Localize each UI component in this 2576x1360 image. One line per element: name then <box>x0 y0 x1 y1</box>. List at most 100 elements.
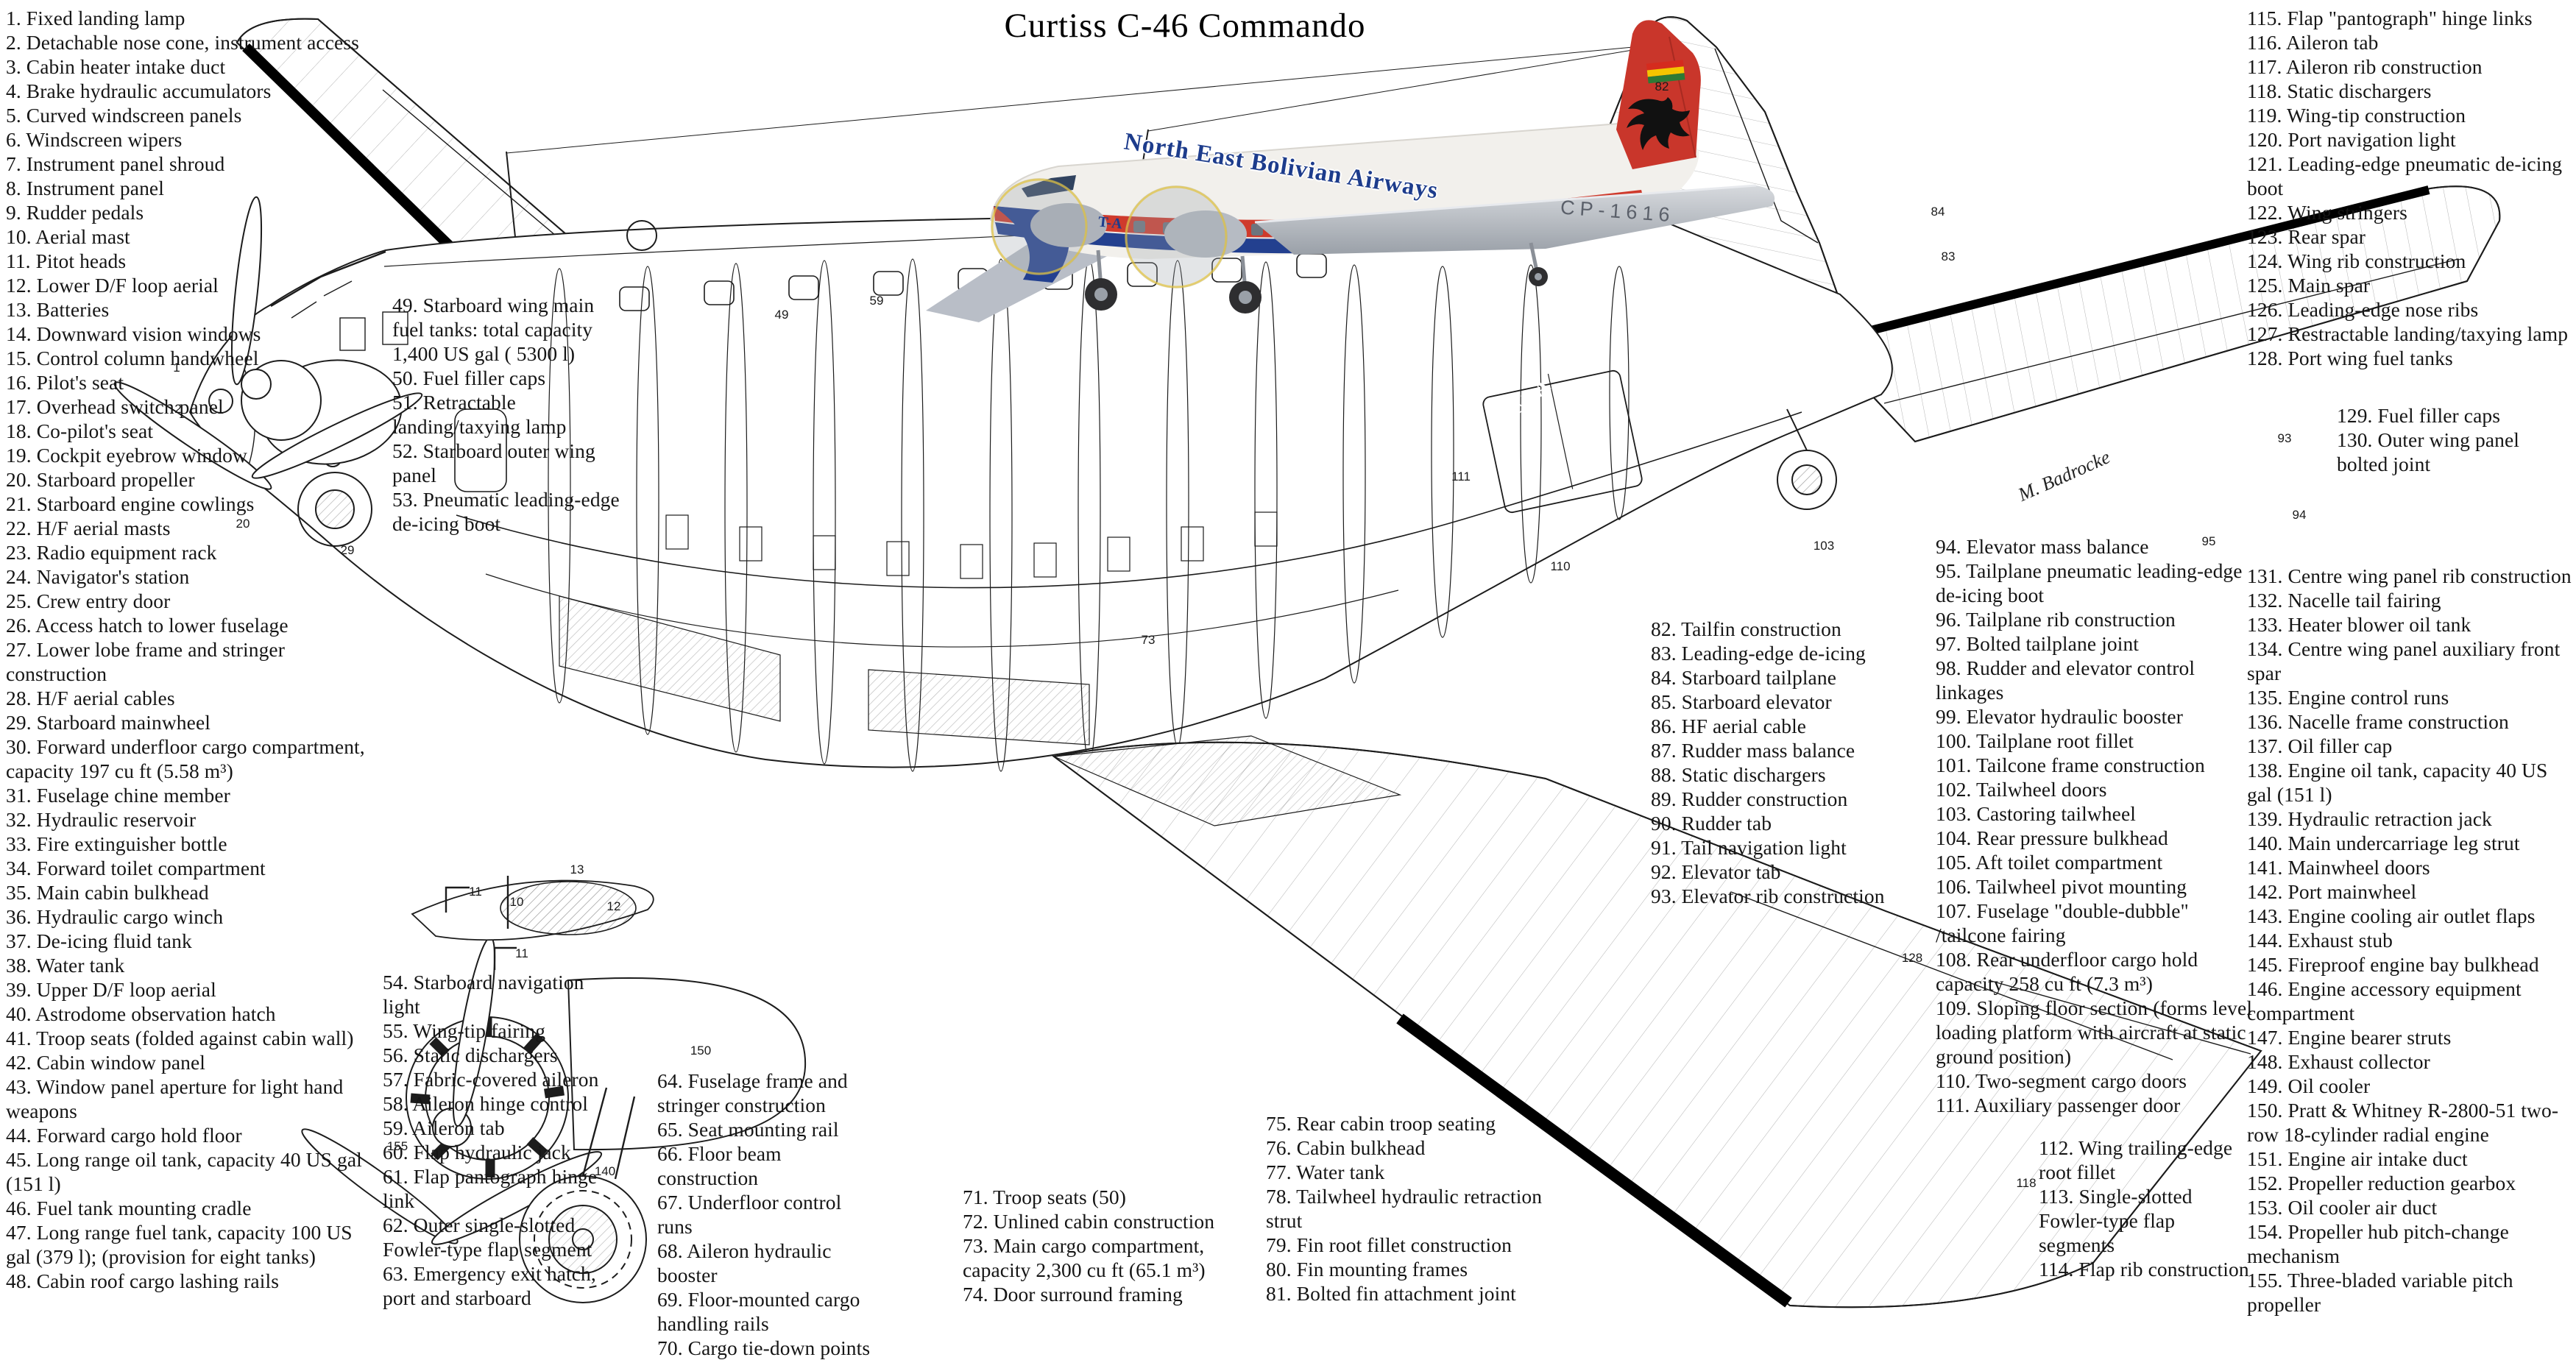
cutaway-callout-number: 94 <box>2292 508 2307 522</box>
legend-item: 120. Port navigation light <box>2247 128 2456 151</box>
legend-item: 121. Leading-edge pneumatic de-icing boo… <box>2247 152 2563 199</box>
legend-item: 85. Starboard elevator <box>1651 690 1832 713</box>
legend-item: 39. Upper D/F loop aerial <box>6 978 216 1001</box>
legend-item: 17. Overhead switch panel <box>6 395 224 418</box>
legend-item: 106. Tailwheel pivot mounting <box>1936 875 2187 898</box>
legend-item: 112. Wing trailing-edge root fillet <box>2039 1136 2233 1183</box>
legend-item: 147. Engine bearer struts <box>2247 1026 2452 1049</box>
legend-item: 113. Single-slotted Fowler-type flap seg… <box>2039 1185 2193 1256</box>
legend-item: 81. Bolted fin attachment joint <box>1266 1282 1516 1305</box>
legend-item: 87. Rudder mass balance <box>1651 739 1855 762</box>
legend-item: 148. Exhaust collector <box>2247 1050 2430 1073</box>
legend-item: 90. Rudder tab <box>1651 812 1772 835</box>
legend-item: 115. Flap "pantograph" hinge links <box>2247 7 2533 29</box>
legend-item: 92. Elevator tab <box>1651 860 1781 883</box>
page-title: Curtiss C-46 Commando <box>1004 7 1366 45</box>
legend-item: 144. Exhaust stub <box>2247 929 2393 952</box>
cutaway-callout-number: 10 <box>509 895 524 909</box>
legend-item: 102. Tailwheel doors <box>1936 778 2107 801</box>
legend-item: 122. Wing stringers <box>2247 201 2407 224</box>
legend-item: 59. Aileron tab <box>383 1116 505 1139</box>
legend-item: 91. Tail navigation light <box>1651 836 1847 859</box>
legend-item: 8. Instrument panel <box>6 177 164 199</box>
legend-item: 46. Fuel tank mounting cradle <box>6 1197 252 1219</box>
legend-item: 139. Hydraulic retraction jack <box>2247 807 2492 830</box>
cutaway-drawing <box>113 16 2501 1308</box>
legend-item: 28. H/F aerial cables <box>6 687 175 709</box>
legend-item: 58. Aileron hinge control <box>383 1092 588 1115</box>
legend-item: 34. Forward toilet compartment <box>6 857 266 879</box>
legend-item: 75. Rear cabin troop seating <box>1266 1112 1496 1135</box>
cutaway-callout-number: 13 <box>570 863 584 876</box>
cutaway-callout-number: 111 <box>1451 470 1471 484</box>
legend-item: 49. Starboard wing main fuel tanks: tota… <box>392 294 595 365</box>
legend-item: 43. Window panel aperture for light hand… <box>6 1075 344 1122</box>
cutaway-callout-number: 1 <box>173 361 180 375</box>
legend-item: 98. Rudder and elevator control linkages <box>1936 656 2195 704</box>
legend-item: 53. Pneumatic leading-edge de-icing boot <box>392 488 620 535</box>
legend-item: 153. Oil cooler air duct <box>2247 1196 2438 1219</box>
fuselage <box>188 45 1893 772</box>
legend-item: 40. Astrodome observation hatch <box>6 1002 276 1025</box>
cutaway-callout-number: 49 <box>774 308 789 322</box>
cutaway-callout-number: 95 <box>2201 534 2216 548</box>
cutaway-callout-number: 110 <box>1550 559 1571 573</box>
legend-item: 110. Two-segment cargo doors <box>1936 1069 2187 1092</box>
cutaway-callout-number: 20 <box>236 517 250 531</box>
legend-item: 108. Rear underfloor cargo hold capacity… <box>1936 948 2198 995</box>
legend-item: 72. Unlined cabin construction <box>963 1210 1215 1233</box>
legend-item: 71. Troop seats (50) <box>963 1186 1127 1208</box>
cutaway-callout-number: 140 <box>594 1164 616 1178</box>
nose-code-text: T-A <box>1097 213 1123 233</box>
legend-item: 114. Flap rib construction <box>2039 1258 2249 1281</box>
legend-item: 150. Pratt & Whitney R-2800-51 two-row 1… <box>2247 1099 2559 1146</box>
legend-item: 60. Flap hydraulic jack <box>383 1141 571 1164</box>
starboard-engine <box>113 196 423 547</box>
legend-item: 103. Castoring tailwheel <box>1936 802 2137 825</box>
cutaway-callout-number: 150 <box>690 1044 712 1058</box>
legend-item: 5. Curved windscreen panels <box>6 104 242 127</box>
legend-item: 11. Pitot heads <box>6 249 127 272</box>
legend-item: 68. Aileron hydraulic booster <box>657 1239 832 1286</box>
legend-item: 15. Control column handwheel <box>6 347 259 369</box>
legend-item: 21. Starboard engine cowlings <box>6 492 255 515</box>
legend-item: 14. Downward vision windows <box>6 322 261 345</box>
legend-item: 93. Elevator rib construction <box>1651 885 1885 907</box>
legend-item: 67. Underfloor control runs <box>657 1191 842 1238</box>
legend-item: 1. Fixed landing lamp <box>6 7 185 29</box>
legend-item: 37. De-icing fluid tank <box>6 929 192 952</box>
cutaway-callout-number: 12 <box>606 899 621 913</box>
legend-item: 63. Emergency exit hatch, port and starb… <box>383 1262 596 1309</box>
legend-item: 47. Long range fuel tank, capacity 100 U… <box>6 1221 353 1268</box>
legend-item: 107. Fuselage "double-dubble" /tailcone … <box>1936 899 2189 946</box>
nose-underside-inset <box>411 876 654 970</box>
cutaway-callout-number: 128 <box>1901 951 1923 965</box>
legend-item: 9. Rudder pedals <box>6 201 144 224</box>
legend-item: 140. Main undercarriage leg strut <box>2247 832 2520 854</box>
legend-item: 25. Crew entry door <box>6 589 171 612</box>
legend-item: 126. Leading-edge nose ribs <box>2247 298 2479 321</box>
legend-item: 62. Outer single-slotted Fowler-type fla… <box>383 1214 592 1261</box>
cutaway-callout-number: 11 <box>515 946 528 960</box>
legend-item: 65. Seat mounting rail <box>657 1118 839 1141</box>
legend-item: 54. Starboard navigation light <box>383 971 584 1018</box>
legend-item: 31. Fuselage chine member <box>6 784 230 807</box>
legend-item: 95. Tailplane pneumatic leading-edge de-… <box>1936 559 2243 606</box>
legend-item: 76. Cabin bulkhead <box>1266 1136 1426 1159</box>
legend-item: 16. Pilot's seat <box>6 371 124 394</box>
legend-item: 32. Hydraulic reservoir <box>6 808 197 831</box>
cutaway-callout-number: 82 <box>1655 79 1669 93</box>
legend-item: 19. Cockpit eyebrow window <box>6 444 247 467</box>
legend-item: 35. Main cabin bulkhead <box>6 881 209 904</box>
cutaway-callout-number: 83 <box>1941 249 1956 263</box>
legend-item: 125. Main spar <box>2247 274 2371 297</box>
legend-item: 23. Radio equipment rack <box>6 541 217 564</box>
legend-block-items-49-53: 49. Starboard wing main fuel tanks: tota… <box>392 293 622 536</box>
legend-block-items-64-70: 64. Fuselage frame and stringer construc… <box>657 1069 880 1360</box>
legend-item: 2. Detachable nose cone, instrument acce… <box>6 31 359 54</box>
